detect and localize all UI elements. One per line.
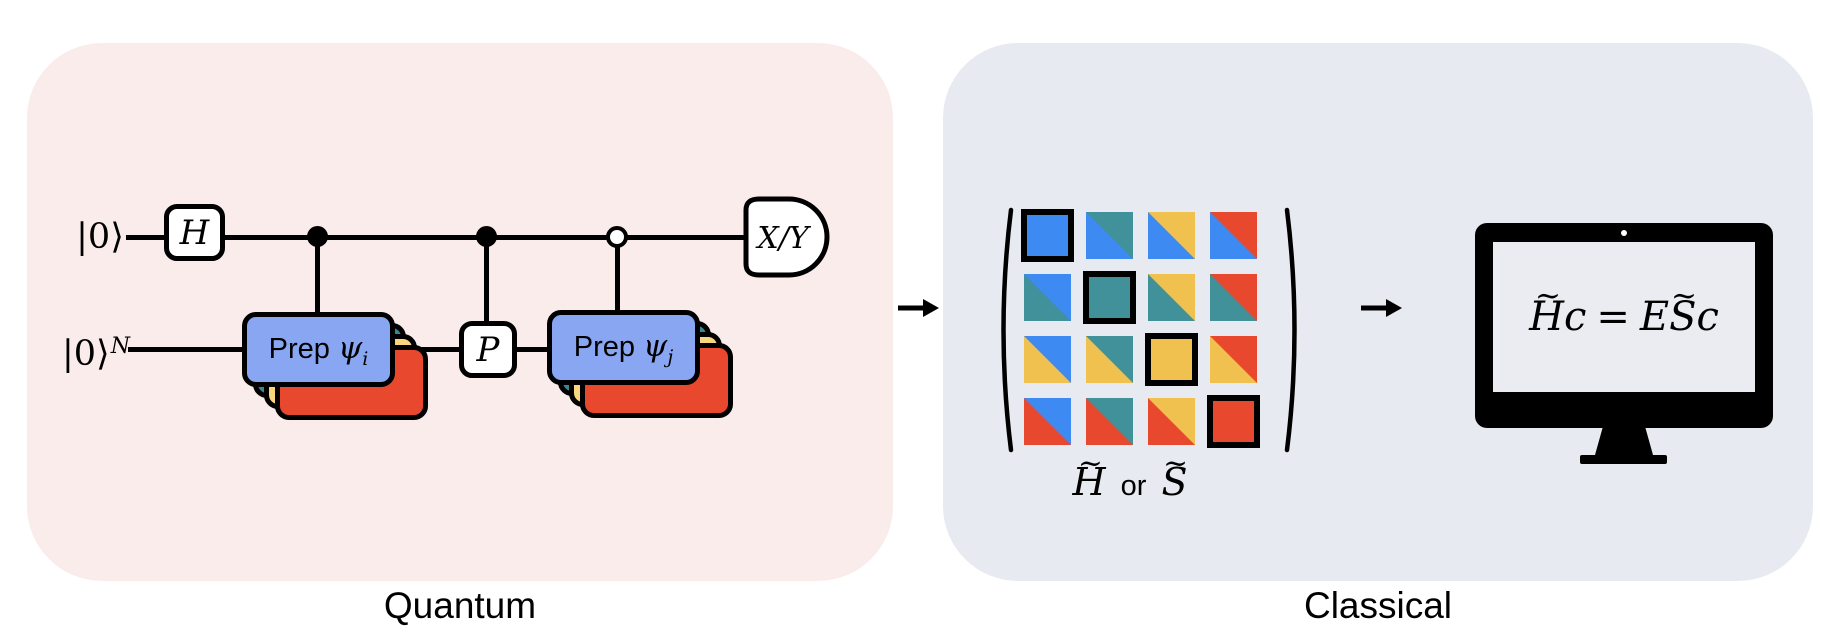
matrix-tile-2-1 xyxy=(1024,274,1071,321)
control-dot-1 xyxy=(307,226,328,247)
qubit-wire-top xyxy=(126,235,744,240)
matrix-tile-2-3 xyxy=(1148,274,1195,321)
matrix-tile-3-1 xyxy=(1024,336,1071,383)
equation-h: ~H xyxy=(1529,278,1564,340)
ket-zero-top-text: |0⟩ xyxy=(76,217,124,257)
matrix-tile-3-3 xyxy=(1145,333,1198,386)
monitor-stand-base xyxy=(1580,455,1667,464)
measurement-gate-shape xyxy=(743,196,830,278)
matrix-tile-4-3 xyxy=(1148,398,1195,445)
equation-c2: c xyxy=(1696,294,1719,340)
control-dot-2 xyxy=(476,226,497,247)
prep-i-word: Prep xyxy=(268,333,330,365)
matrix-tile-4-1 xyxy=(1024,398,1071,445)
measurement-gate: X/Y xyxy=(743,196,830,278)
matrix-tile-1-2 xyxy=(1086,212,1133,259)
prep-j-psi: ψj xyxy=(643,327,674,368)
prep-psi-i-stack: Prep ψi xyxy=(242,312,428,420)
prep-psi-j-stack: Prep ψj xyxy=(547,310,733,418)
control-line-2 xyxy=(484,237,489,325)
open-control-dot xyxy=(606,226,628,248)
quantum-caption: Quantum xyxy=(383,585,537,626)
ket-zero-bottom: |0⟩N xyxy=(62,327,146,374)
equation-s: ~S xyxy=(1669,278,1697,340)
matrix-tile-3-4 xyxy=(1210,336,1257,383)
matrix-tile-2-2 xyxy=(1083,271,1136,324)
computer-monitor: ~Hc=E~Sc xyxy=(1475,223,1773,428)
ket-zero-top: |0⟩ xyxy=(72,217,128,257)
phase-gate: P xyxy=(459,321,517,378)
quantum-panel xyxy=(27,43,893,581)
matrix-tile-3-2 xyxy=(1086,336,1133,383)
arrow-right-icon-2 xyxy=(1361,299,1402,317)
matrix-label-s: ~S xyxy=(1161,445,1188,504)
control-line-1 xyxy=(315,237,320,315)
measurement-label: X/Y xyxy=(755,221,811,256)
monitor-camera-dot xyxy=(1621,230,1627,236)
ket-zero-bottom-text: |0⟩ xyxy=(62,334,110,374)
matrix-tile-4-4 xyxy=(1207,395,1260,448)
matrix-left-paren xyxy=(1001,207,1014,453)
arrow-right-icon-1 xyxy=(898,299,939,317)
hadamard-gate: H xyxy=(164,204,225,261)
hadamard-label: H xyxy=(179,212,210,253)
matrix-tile-1-3 xyxy=(1148,212,1195,259)
monitor-screen: ~Hc=E~Sc xyxy=(1493,242,1755,392)
classical-caption: Classical xyxy=(1303,585,1453,626)
control-line-3 xyxy=(615,237,620,313)
overlap-matrix xyxy=(1021,209,1260,448)
ket-superscript-n: N xyxy=(110,334,130,359)
matrix-label: ~H or ~S xyxy=(1000,445,1260,504)
prep-j-word: Prep xyxy=(573,331,636,363)
matrix-right-paren xyxy=(1284,207,1297,453)
eigenvalue-equation: ~Hc=E~Sc xyxy=(1529,278,1719,340)
matrix-tile-1-4 xyxy=(1210,212,1257,259)
matrix-label-h: ~H xyxy=(1072,445,1106,504)
matrix-tile-2-4 xyxy=(1210,274,1257,321)
prep-psi-i-card: Prep ψi xyxy=(242,312,395,387)
equation-c1: c xyxy=(1563,294,1587,340)
prep-psi-j-card: Prep ψj xyxy=(547,310,700,385)
equation-e: E xyxy=(1639,294,1670,340)
prep-i-psi: ψi xyxy=(337,329,369,370)
equation-equals: = xyxy=(1596,294,1630,340)
matrix-tile-1-1 xyxy=(1021,209,1074,262)
monitor-stand-neck xyxy=(1595,428,1653,455)
matrix-label-or: or xyxy=(1120,470,1147,502)
matrix-tile-4-2 xyxy=(1086,398,1133,445)
phase-gate-label: P xyxy=(476,329,500,370)
